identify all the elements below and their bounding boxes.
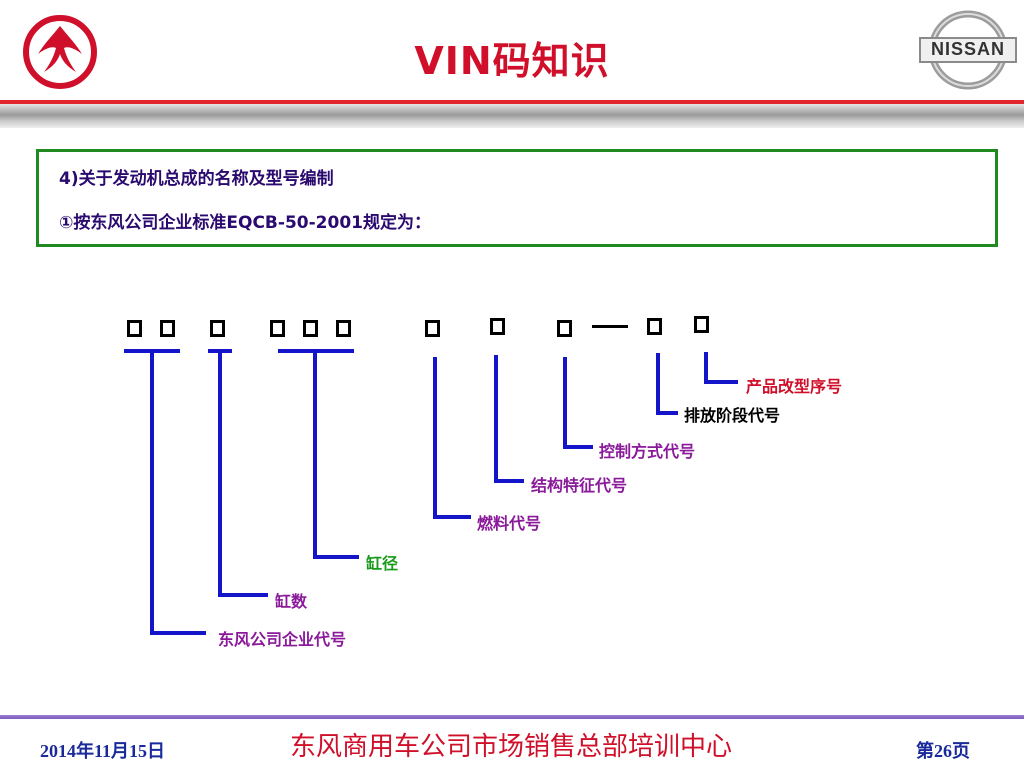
nissan-logo: NISSAN bbox=[918, 6, 1018, 94]
code-box-control bbox=[557, 320, 572, 337]
underline-bore bbox=[278, 349, 354, 353]
code-box-company-1 bbox=[127, 320, 142, 337]
leader-company-h bbox=[150, 631, 206, 635]
leader-revision-h bbox=[704, 380, 738, 384]
code-box-cylinders bbox=[210, 320, 225, 337]
leader-fuel-v bbox=[433, 357, 437, 519]
leader-control-h bbox=[563, 445, 593, 449]
leader-emission-v bbox=[656, 353, 660, 415]
label-structure-code: 结构特征代号 bbox=[531, 476, 628, 495]
footer-organization: 东风商用车公司市场销售总部培训中心 bbox=[290, 732, 733, 762]
leader-cylinders-v bbox=[218, 353, 222, 597]
footer-date: 2014年11月15日 bbox=[40, 741, 166, 761]
leader-control-v bbox=[563, 357, 567, 449]
label-emission-code: 排放阶段代号 bbox=[684, 406, 781, 425]
leader-structure-h bbox=[494, 479, 524, 483]
header-red-rule bbox=[0, 100, 1024, 104]
code-box-company-2 bbox=[160, 320, 175, 337]
code-box-bore-3 bbox=[336, 320, 351, 337]
code-box-revision bbox=[694, 316, 709, 333]
header-grey-band bbox=[0, 104, 1024, 128]
underline-cylinders bbox=[208, 349, 232, 353]
code-box-structure bbox=[490, 318, 505, 335]
leader-bore-h bbox=[313, 555, 359, 559]
code-box-emission bbox=[647, 318, 662, 335]
standard-description-box: 4)关于发动机总成的名称及型号编制 ①按东风公司企业标准EQCB-50-2001… bbox=[36, 149, 998, 247]
dongfeng-logo bbox=[22, 14, 98, 90]
leader-structure-v bbox=[494, 355, 498, 483]
leader-fuel-h bbox=[433, 515, 471, 519]
label-cylinder-bore: 缸径 bbox=[366, 554, 399, 573]
label-control-code: 控制方式代号 bbox=[599, 442, 696, 461]
leader-bore-v bbox=[313, 353, 317, 559]
separator-dash bbox=[592, 325, 628, 328]
underline-company bbox=[124, 349, 180, 353]
label-company-code: 东风公司企业代号 bbox=[218, 630, 347, 649]
code-box-fuel bbox=[425, 320, 440, 337]
engine-naming-heading: 4)关于发动机总成的名称及型号编制 bbox=[59, 169, 334, 189]
nissan-logo-text: NISSAN bbox=[930, 39, 1005, 59]
footer-rule bbox=[0, 715, 1024, 719]
code-box-bore-1 bbox=[270, 320, 285, 337]
label-fuel-code: 燃料代号 bbox=[477, 514, 542, 533]
code-box-bore-2 bbox=[303, 320, 318, 337]
leader-company-v bbox=[150, 353, 154, 635]
leader-revision-v bbox=[704, 352, 708, 384]
label-cylinder-count: 缸数 bbox=[275, 592, 308, 611]
enterprise-standard-line: ①按东风公司企业标准EQCB-50-2001规定为： bbox=[59, 213, 431, 233]
leader-cylinders-h bbox=[218, 593, 268, 597]
leader-emission-h bbox=[656, 411, 678, 415]
label-revision-code: 产品改型序号 bbox=[746, 377, 843, 396]
footer-page-number: 第26页 bbox=[916, 741, 970, 761]
page-title: VIN码知识 bbox=[414, 39, 610, 83]
